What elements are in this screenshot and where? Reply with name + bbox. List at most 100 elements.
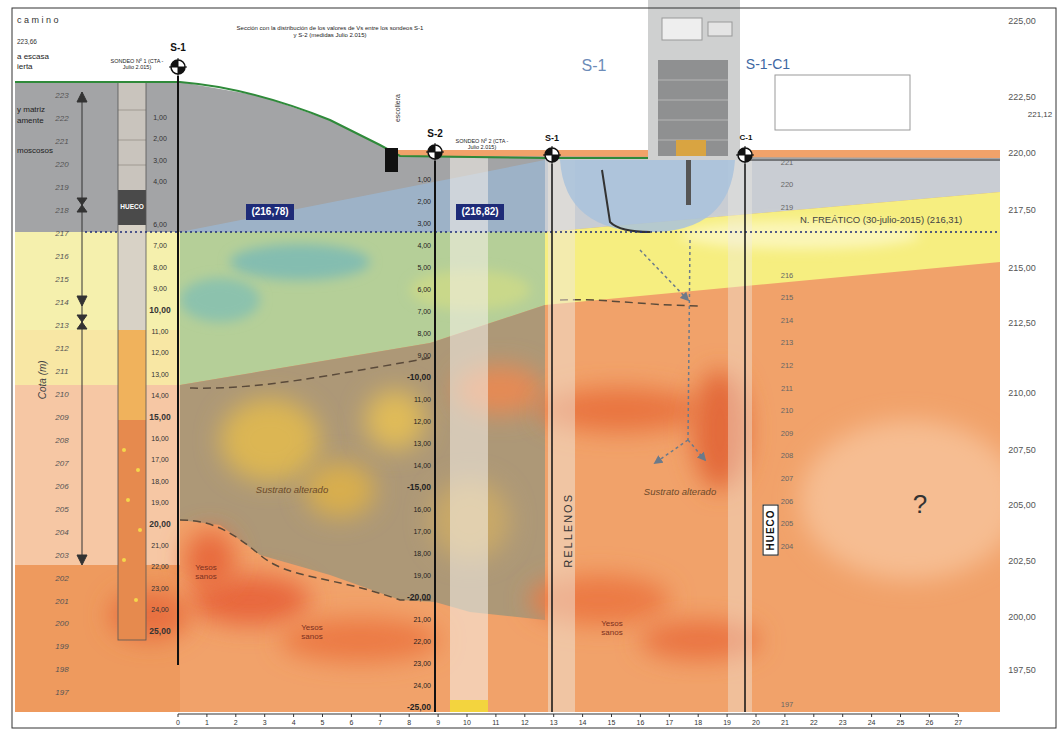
elevation-tick: 213 (781, 339, 794, 348)
elevation-tick: 199 (55, 642, 68, 651)
elevation-tick: 209 (55, 413, 68, 422)
depth-mark: 4,00 (417, 242, 431, 250)
elevation-tick: 211 (781, 385, 793, 394)
distance-tick: 0 (176, 719, 180, 727)
borehole-log (450, 158, 488, 712)
section-title: Sección con la distribución de los valor… (235, 25, 425, 39)
layer-note: y matriz (17, 105, 45, 114)
depth-mark: 22,00 (413, 638, 431, 646)
depth-mark: 4,00 (153, 178, 167, 186)
elevation-tick: 202 (55, 574, 68, 583)
borehole-end (450, 700, 488, 712)
borehole-symbol (543, 146, 561, 164)
elevation-tick: 219 (55, 183, 68, 192)
borehole-name: S-2 (427, 128, 443, 140)
elevation-tick: 205 (781, 520, 794, 529)
depth-mark: -25,00 (407, 703, 431, 713)
depth-mark: 18,00 (151, 478, 169, 486)
depth-mark: 1,00 (153, 114, 167, 122)
borehole-name: C-1 (740, 133, 753, 142)
distance-tick: 21 (781, 719, 789, 727)
depth-mark: 12,00 (151, 349, 169, 357)
borehole-name: S-1-C1 (746, 56, 790, 72)
elevation-value: 202,50 (1008, 556, 1036, 566)
zone-label: Yesos sanos (296, 623, 328, 641)
elevation-tick: 208 (55, 436, 68, 445)
void-tag: HUECO (763, 504, 779, 555)
elevation-tick: 207 (55, 459, 68, 468)
layer-note: a escasa (17, 52, 49, 61)
elevation-note: 223,66 (17, 38, 37, 45)
depth-mark: 24,00 (413, 682, 431, 690)
gypsum-ground (15, 150, 1000, 712)
ground-surface (740, 160, 1000, 161)
elevation-value: 217,50 (1008, 205, 1036, 215)
depth-mark: -15,00 (407, 483, 431, 493)
distance-tick: 26 (926, 719, 934, 727)
distance-tick: 25 (897, 719, 905, 727)
tag-text: HUECO (765, 509, 777, 550)
borehole-name: S-1 (170, 42, 186, 54)
borehole-lines (178, 76, 745, 712)
elevation-tick: 201 (55, 597, 68, 606)
depth-mark: 15,00 (149, 413, 170, 423)
elevation-tick: 223 (55, 91, 68, 100)
elevation-tick: 209 (781, 430, 794, 439)
distance-tick: 19 (723, 719, 731, 727)
seepage-arrows (640, 240, 705, 463)
depth-mark: 6,00 (153, 221, 167, 229)
elevation-tick: 221 (55, 137, 68, 146)
borehole-name: S-1 (582, 57, 607, 75)
elevation-tick: 220 (781, 181, 794, 190)
depth-mark: 7,00 (417, 308, 431, 316)
elevation-value: 197,50 (1008, 665, 1036, 675)
distance-tick: 14 (579, 719, 587, 727)
depth-mark: 23,00 (413, 660, 431, 668)
elevation-tick: 220 (55, 160, 68, 169)
x-axis (178, 714, 958, 717)
distance-tick: 2 (234, 719, 238, 727)
elevation-value: 207,50 (1008, 445, 1036, 455)
elevation-tick: 214 (55, 298, 68, 307)
borehole-symbol (426, 143, 444, 161)
distance-tick: 17 (665, 719, 673, 727)
distance-tick: 27 (954, 719, 962, 727)
layer-band (15, 385, 180, 565)
elevation-tick: 218 (55, 206, 68, 215)
retaining-wall (385, 148, 398, 172)
depth-mark: 5,00 (417, 264, 431, 272)
depth-mark: 21,00 (151, 542, 169, 550)
elevation-tick: 204 (55, 528, 68, 537)
wall-label: escollera (394, 94, 402, 122)
distance-tick: 5 (321, 719, 325, 727)
distance-tick: 3 (263, 719, 267, 727)
level-tag: (216,82) (456, 204, 503, 220)
depth-mark: 8,00 (417, 330, 431, 338)
depth-mark: 13,00 (413, 440, 431, 448)
depth-mark: 8,00 (153, 264, 167, 272)
distance-tick: 10 (463, 719, 471, 727)
elevation-tick: 211 (56, 367, 69, 376)
depth-mark: 2,00 (153, 135, 167, 143)
elevation-tick: 208 (781, 452, 794, 461)
tag-text: (216,82) (461, 206, 498, 218)
depth-mark: -10,00 (407, 373, 431, 383)
building-outline (775, 75, 910, 130)
substrate-blobs (220, 365, 545, 560)
depth-mark: 1,00 (417, 176, 431, 184)
distance-tick: 18 (694, 719, 702, 727)
elevation-tick: 207 (781, 475, 794, 484)
layer-note: amente (17, 116, 44, 125)
zone-label: Sustrato alterado (256, 485, 328, 496)
depth-mark: 17,00 (413, 528, 431, 536)
depth-mark: 9,00 (153, 285, 167, 293)
altered-substrate (180, 305, 545, 620)
distance-tick: 8 (407, 719, 411, 727)
elevation-tick: 222 (55, 114, 68, 123)
depth-mark: 19,00 (413, 572, 431, 580)
distance-tick: 4 (292, 719, 296, 727)
elevation-tick: 210 (55, 390, 68, 399)
water-table-line (85, 231, 1000, 233)
